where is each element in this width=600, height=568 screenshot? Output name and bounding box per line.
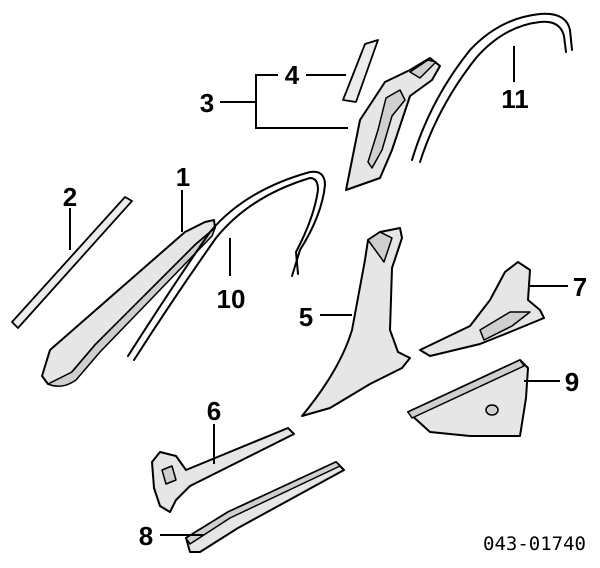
callout-1: 1 [176, 162, 190, 192]
callout-9: 9 [565, 367, 579, 397]
callout-7: 7 [573, 272, 587, 302]
part-11-weatherstrip [411, 12, 573, 163]
part-5-center-pillar-trim [301, 227, 411, 417]
part-6-kick-panel [151, 427, 295, 513]
part-7-rear-lower-trim [419, 261, 545, 357]
callout-4: 4 [285, 60, 300, 90]
part-3-upper-pillar [345, 57, 441, 191]
callout-10: 10 [217, 284, 246, 314]
part-1-pillar-garnish [41, 219, 216, 387]
callout-3: 3 [200, 88, 214, 118]
part-2-trim-strip [11, 196, 133, 329]
callout-11: 11 [501, 84, 529, 114]
part-10-weatherstrip [127, 170, 326, 361]
callouts: 1 2 3 4 5 6 7 8 9 10 11 [63, 60, 587, 551]
callout-2: 2 [63, 182, 77, 212]
leader-lines [69, 46, 568, 536]
callout-6: 6 [207, 396, 221, 426]
part-8-sill-plate [185, 461, 345, 553]
callout-5: 5 [299, 302, 313, 332]
callout-8: 8 [139, 521, 153, 551]
part-9-sill-plate [407, 359, 529, 437]
leader-3 [220, 74, 348, 129]
part-4-strip [342, 39, 379, 103]
reference-code: 043-01740 [483, 533, 586, 555]
